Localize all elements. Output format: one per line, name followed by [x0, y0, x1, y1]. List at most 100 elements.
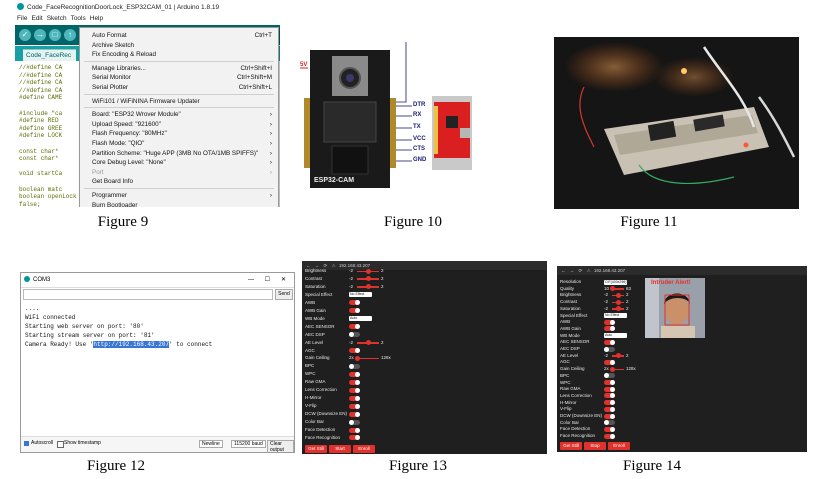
tools-menu-item[interactable]: Partition Scheme: "Huge APP (3MB No OTA/… [92, 149, 272, 158]
slider-handle[interactable] [615, 353, 621, 359]
stop-stream-button[interactable]: Stop Stream [584, 441, 606, 452]
toggle-switch[interactable] [604, 433, 615, 439]
baud-rate-select[interactable]: 115200 baud [231, 440, 266, 448]
tools-menu-item[interactable]: Flash Frequency: "80MHz"› [92, 129, 272, 138]
forward-icon[interactable]: → [314, 263, 320, 268]
tools-menu-item[interactable]: Flash Mode: "QIO"› [92, 139, 272, 148]
setting-select[interactable]: Auto [349, 316, 372, 322]
slider-handle[interactable] [365, 284, 371, 290]
reload-icon[interactable]: ⟳ [578, 268, 583, 273]
tools-menu-item[interactable]: Burn Bootloader [92, 201, 272, 207]
toggle-switch[interactable] [349, 379, 360, 385]
toggle-switch[interactable] [604, 400, 615, 406]
menu-edit[interactable]: Edit [31, 15, 43, 22]
code-editor[interactable]: //#define CA//#define CA//#define CA//#d… [19, 64, 89, 207]
get-still-button[interactable]: Get Still [560, 441, 582, 450]
reload-icon[interactable]: ⟳ [323, 263, 328, 268]
menu-sketch[interactable]: Sketch [46, 15, 67, 22]
setting-select[interactable]: Auto [604, 333, 627, 339]
toggle-switch[interactable] [604, 393, 615, 399]
autoscroll-checkbox[interactable] [24, 441, 29, 446]
toggle-switch[interactable] [349, 363, 360, 369]
setting-select[interactable]: No Effect [349, 292, 372, 298]
toggle-switch[interactable] [349, 332, 360, 338]
toggle-switch[interactable] [604, 386, 615, 392]
setting-select[interactable]: No Effect [604, 313, 627, 318]
clear-output-button[interactable]: Clear output [267, 440, 294, 452]
toggle-switch[interactable] [349, 348, 360, 353]
back-icon[interactable]: ← [306, 263, 311, 268]
slider-handle[interactable] [609, 286, 615, 292]
open-sketch-icon[interactable]: ↑ [64, 29, 76, 41]
enroll-face-button[interactable]: Enroll Face [608, 441, 630, 452]
send-button[interactable]: Send [275, 289, 293, 300]
new-sketch-icon[interactable]: □ [49, 29, 61, 41]
slider-handle[interactable] [365, 340, 371, 346]
start-stream-button[interactable]: Start Stream [329, 444, 351, 454]
slider-handle[interactable] [615, 299, 621, 305]
tools-menu-item[interactable]: Core Debug Level: "None"› [92, 158, 272, 167]
toggle-switch[interactable] [604, 359, 615, 365]
toggle-switch[interactable] [604, 380, 615, 385]
sketch-tab[interactable]: Code_FaceRec [23, 49, 76, 61]
menu-file[interactable]: File [17, 15, 28, 22]
slider-track[interactable] [612, 368, 624, 371]
enroll-face-button[interactable]: Enroll Face [353, 444, 375, 454]
toggle-switch[interactable] [604, 373, 615, 379]
back-icon[interactable]: ← [561, 268, 566, 273]
tools-menu-item[interactable]: Fix Encoding & Reload [92, 50, 272, 59]
toggle-switch[interactable] [604, 426, 615, 432]
toggle-switch[interactable] [349, 324, 360, 330]
toggle-switch[interactable] [349, 395, 360, 401]
toggle-switch[interactable] [349, 300, 360, 306]
toggle-switch[interactable] [604, 406, 615, 412]
toggle-switch[interactable] [604, 420, 615, 426]
tools-menu-item[interactable]: Manage Libraries...Ctrl+Shift+I [92, 64, 272, 73]
maximize-icon[interactable]: ☐ [264, 277, 270, 283]
toggle-switch[interactable] [349, 419, 360, 425]
upload-icon[interactable]: → [34, 29, 46, 41]
setting-select[interactable]: CIF(400x296) [604, 279, 627, 285]
menu-help[interactable]: Help [89, 15, 104, 22]
slider-handle[interactable] [354, 355, 360, 361]
toggle-switch[interactable] [604, 339, 615, 345]
slider-handle[interactable] [615, 292, 621, 298]
toggle-switch[interactable] [604, 319, 615, 325]
toggle-switch[interactable] [349, 411, 360, 417]
browser-url[interactable]: 192.168.43.207 [338, 263, 371, 268]
get-still-button[interactable]: Get Still [305, 444, 327, 453]
slider-handle[interactable] [365, 268, 371, 274]
timestamp-checkbox[interactable] [57, 441, 64, 448]
toggle-switch[interactable] [604, 413, 615, 419]
tools-menu-item[interactable]: Archive Sketch [92, 41, 272, 50]
browser-url[interactable]: 192.168.43.207 [593, 268, 626, 273]
toggle-switch[interactable] [349, 387, 360, 393]
line-ending-select[interactable]: Newline [199, 440, 223, 448]
toggle-switch[interactable] [604, 346, 615, 352]
menu-tools[interactable]: Tools [70, 15, 86, 22]
slider-track[interactable] [612, 288, 624, 290]
verify-icon[interactable]: ✓ [19, 29, 31, 41]
serial-input-field[interactable] [23, 289, 273, 300]
forward-icon[interactable]: → [569, 268, 575, 273]
toggle-switch[interactable] [349, 427, 360, 433]
tools-menu-item[interactable]: WiFi101 / WiFiNINA Firmware Updater [92, 97, 272, 106]
minimize-icon[interactable]: — [248, 277, 254, 283]
toggle-switch[interactable] [349, 435, 360, 441]
slider-handle[interactable] [365, 276, 371, 282]
slider-handle[interactable] [609, 366, 615, 372]
toggle-switch[interactable] [604, 326, 615, 332]
camera-url-highlight[interactable]: http://192.168.43.207 [93, 341, 170, 348]
toggle-switch[interactable] [349, 308, 360, 314]
toggle-switch[interactable] [349, 403, 360, 409]
close-icon[interactable]: ✕ [280, 277, 286, 283]
tools-menu-item[interactable]: Board: "ESP32 Wrover Module"› [92, 110, 272, 119]
tools-menu-item[interactable]: Programmer› [92, 191, 272, 200]
slider-track[interactable] [357, 357, 379, 360]
slider-handle[interactable] [615, 306, 621, 312]
toggle-switch[interactable] [349, 371, 360, 377]
tools-menu-item[interactable]: Get Board Info [92, 177, 272, 186]
